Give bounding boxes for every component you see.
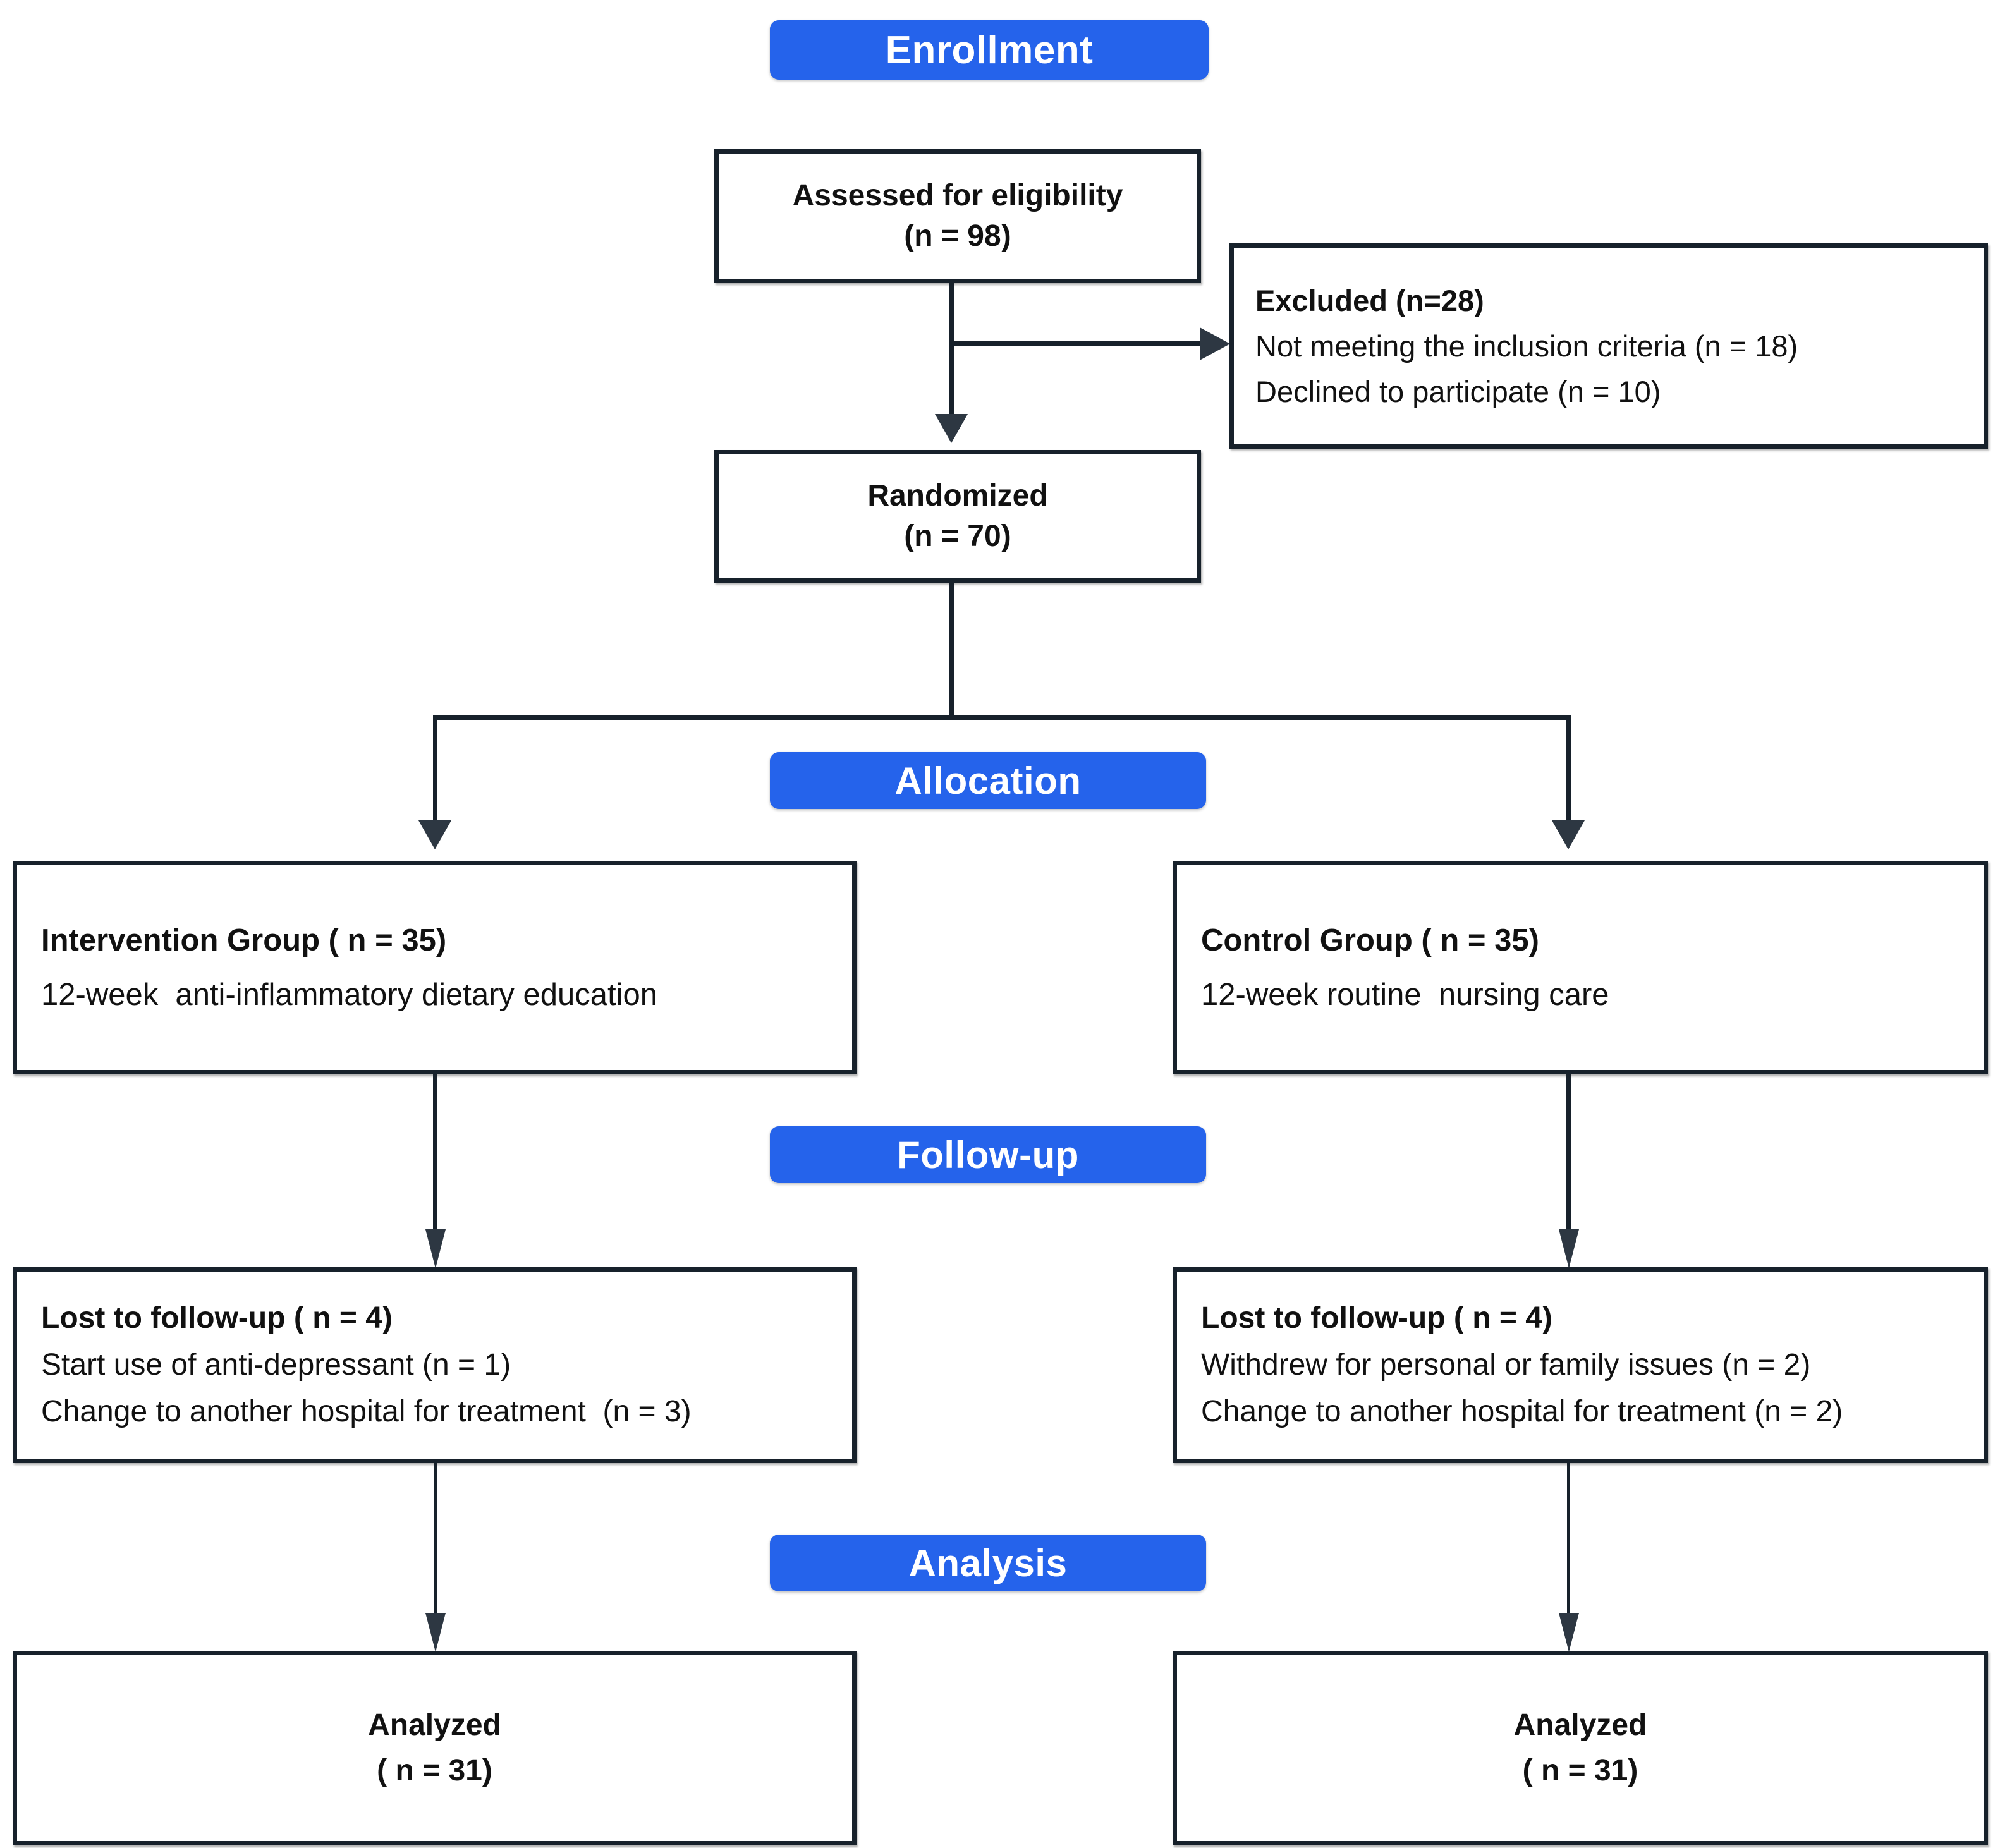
connector-randomized-stem: [949, 583, 954, 719]
connector-intervention-to-followup: [433, 1074, 437, 1231]
excluded-line-1: Excluded (n=28): [1255, 283, 1484, 317]
lost-control-line-3: Change to another hospital for treatment…: [1201, 1395, 1843, 1428]
phase-banner-enrollment: Enrollment: [770, 20, 1209, 80]
lost-control-line-2: Withdrew for personal or family issues (…: [1201, 1348, 1811, 1382]
phase-banner-analysis-label: Analysis: [908, 1541, 1068, 1584]
arrowhead-followup-to-analyzed-intervention: [425, 1613, 446, 1652]
arrowhead-followup-to-analyzed-control: [1559, 1613, 1579, 1652]
analyzed-intervention-line-2: ( n = 31): [377, 1754, 492, 1787]
box-intervention-group: Intervention Group ( n = 35) 12-week ant…: [13, 861, 857, 1074]
connector-followup-to-analyzed-intervention: [434, 1463, 437, 1618]
analyzed-control-line-1: Analyzed: [1513, 1708, 1647, 1742]
connector-control-to-followup: [1566, 1074, 1571, 1231]
box-analyzed-control: Analyzed ( n = 31): [1173, 1651, 1988, 1845]
phase-banner-enrollment-label: Enrollment: [885, 28, 1094, 72]
assessed-line-2: (n = 98): [904, 219, 1011, 253]
phase-banner-followup: Follow-up: [770, 1126, 1206, 1183]
arrowhead-assessed-to-excluded: [1200, 327, 1230, 360]
arrowhead-intervention-to-followup: [425, 1229, 446, 1268]
lost-intervention-line-3: Change to another hospital for treatment…: [41, 1395, 692, 1428]
intervention-group-line-2: 12-week anti-inflammatory dietary educat…: [41, 978, 658, 1012]
control-group-line-1: Control Group ( n = 35): [1201, 923, 1539, 957]
analyzed-control-line-2: ( n = 31): [1522, 1754, 1638, 1787]
randomized-line-2: (n = 70): [904, 520, 1011, 553]
phase-banner-allocation: Allocation: [770, 752, 1206, 809]
excluded-line-3: Declined to participate (n = 10): [1255, 374, 1661, 408]
connector-assessed-to-excluded: [949, 341, 1202, 346]
connector-followup-to-analyzed-control: [1567, 1463, 1570, 1618]
lost-intervention-line-1: Lost to follow-up ( n = 4): [41, 1301, 393, 1335]
phase-banner-allocation-label: Allocation: [894, 759, 1082, 802]
randomized-line-1: Randomized: [867, 479, 1048, 513]
phase-banner-followup-label: Follow-up: [897, 1133, 1079, 1176]
assessed-line-1: Assessed for eligibility: [792, 179, 1123, 212]
box-excluded: Excluded (n=28) Not meeting the inclusio…: [1229, 243, 1988, 449]
analyzed-intervention-line-1: Analyzed: [368, 1708, 501, 1742]
box-control-group: Control Group ( n = 35) 12-week routine …: [1173, 861, 1988, 1074]
intervention-group-line-1: Intervention Group ( n = 35): [41, 923, 447, 957]
connector-to-intervention-group: [433, 715, 437, 824]
arrowhead-control-to-followup: [1559, 1229, 1579, 1268]
arrowhead-assessed-to-randomized: [935, 414, 968, 443]
phase-banner-analysis: Analysis: [770, 1535, 1206, 1591]
box-lost-to-followup-intervention: Lost to follow-up ( n = 4) Start use of …: [13, 1267, 857, 1463]
lost-intervention-line-2: Start use of anti-depressant (n = 1): [41, 1348, 511, 1382]
arrowhead-to-intervention-group: [418, 820, 451, 849]
arrowhead-to-control-group: [1552, 820, 1585, 849]
box-analyzed-intervention: Analyzed ( n = 31): [13, 1651, 857, 1845]
box-assessed-for-eligibility: Assessed for eligibility (n = 98): [714, 149, 1201, 283]
connector-allocation-crossbar: [433, 715, 1571, 720]
lost-control-line-1: Lost to follow-up ( n = 4): [1201, 1301, 1552, 1335]
connector-to-control-group: [1566, 715, 1571, 824]
excluded-line-2: Not meeting the inclusion criteria (n = …: [1255, 329, 1798, 363]
control-group-line-2: 12-week routine nursing care: [1201, 978, 1609, 1012]
box-randomized: Randomized (n = 70): [714, 450, 1201, 583]
box-lost-to-followup-control: Lost to follow-up ( n = 4) Withdrew for …: [1173, 1267, 1988, 1463]
connector-assessed-to-randomized: [949, 283, 954, 417]
